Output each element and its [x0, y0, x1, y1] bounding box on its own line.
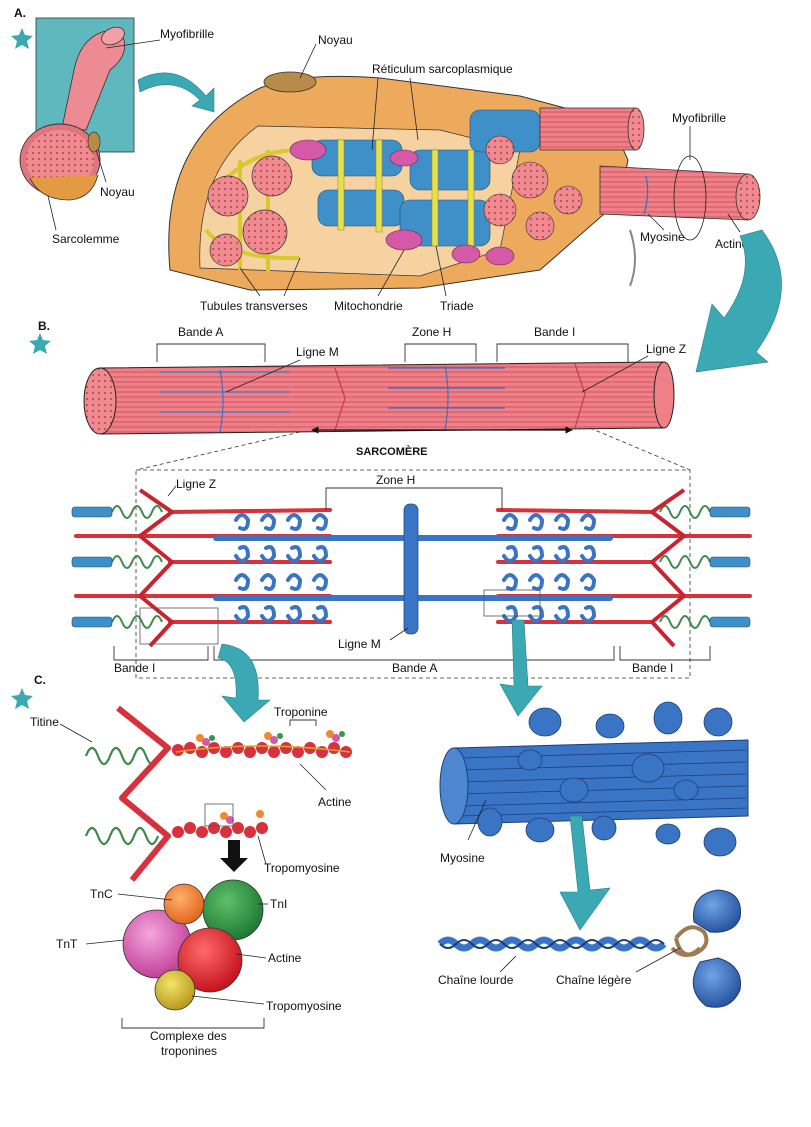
label-myosine-c: Myosine: [440, 851, 485, 865]
arrow-icon: [220, 840, 248, 872]
label-bande-i: Bande I: [534, 325, 575, 339]
section-a-label: A.: [14, 6, 26, 20]
arrow-icon: [217, 643, 271, 723]
label-sarcolemme: Sarcolemme: [52, 232, 120, 246]
thin-filament-detail: [84, 705, 352, 882]
label-ligne-m: Ligne M: [296, 345, 339, 359]
label-zone-h: Zone H: [412, 325, 451, 339]
label-myofibrille-small: Myofibrille: [160, 27, 214, 41]
label-myofibrille: Myofibrille: [672, 111, 726, 125]
panel-b: B. Bande A Zone H Bande I Ligne M L: [29, 319, 752, 723]
actin-sphere: [177, 927, 243, 993]
label-tropomyosine: Tropomyosine: [264, 861, 340, 875]
panel-c: C. Titine Troponi: [11, 673, 749, 1058]
label-tni: TnI: [270, 897, 287, 911]
myofibril-long: [83, 361, 675, 435]
tnc-sphere: [163, 883, 205, 925]
fiber-cutaway: [168, 71, 761, 291]
label-noyau: Noyau: [318, 33, 353, 47]
myosin-molecule: [437, 889, 742, 1008]
label-bande-i-left: Bande I: [114, 661, 155, 675]
label-zone-h-2: Zone H: [376, 473, 415, 487]
label-ligne-z-2: Ligne Z: [176, 477, 216, 491]
label-complexe-1: Complexe des: [150, 1029, 227, 1043]
label-ligne-z: Ligne Z: [646, 342, 686, 356]
label-actine: Actine: [318, 795, 352, 809]
label-bande-i-right: Bande I: [632, 661, 673, 675]
panel-a: A. Myofibrille Noyau Sarcolemme: [11, 6, 782, 373]
sarcomere-detail: [71, 488, 752, 648]
fiber-inset: [19, 17, 135, 201]
label-ligne-m-2: Ligne M: [338, 637, 381, 651]
label-chaine-lourde: Chaîne lourde: [438, 973, 514, 987]
label-noyau-small: Noyau: [100, 185, 135, 199]
label-tropomyosine-2: Tropomyosine: [266, 999, 342, 1013]
label-actine: Actine: [715, 237, 749, 251]
label-titine: Titine: [30, 715, 59, 729]
arrow-icon: [559, 815, 611, 931]
star-icon: [29, 333, 51, 354]
label-actine-2: Actine: [268, 951, 302, 965]
label-tnc: TnC: [90, 887, 113, 901]
arrow-icon: [137, 72, 215, 113]
section-b-label: B.: [38, 319, 50, 333]
label-triade: Triade: [440, 299, 474, 313]
label-chaine-legere: Chaîne légère: [556, 973, 632, 987]
label-bande-a-2: Bande A: [392, 661, 437, 675]
star-icon: [11, 688, 33, 709]
star-icon: [11, 28, 33, 49]
label-troponine: Troponine: [274, 705, 328, 719]
label-complexe-2: troponines: [161, 1044, 217, 1058]
label-bande-a: Bande A: [178, 325, 223, 339]
myosin-bundle: [439, 701, 749, 857]
label-mitochondrie: Mitochondrie: [334, 299, 403, 313]
arrow-icon: [499, 619, 543, 717]
label-reticulum: Réticulum sarcoplasmique: [372, 62, 513, 76]
label-tubules: Tubules transverses: [200, 299, 308, 313]
troponin-complex: [122, 879, 264, 1011]
label-sarcomere: SARCOMÈRE: [356, 445, 428, 458]
arrow-icon: [695, 229, 782, 373]
label-myosine: Myosine: [640, 230, 685, 244]
label-tnt: TnT: [56, 937, 78, 951]
section-c-label: C.: [34, 673, 46, 687]
tropomyosin-sphere: [154, 969, 196, 1011]
